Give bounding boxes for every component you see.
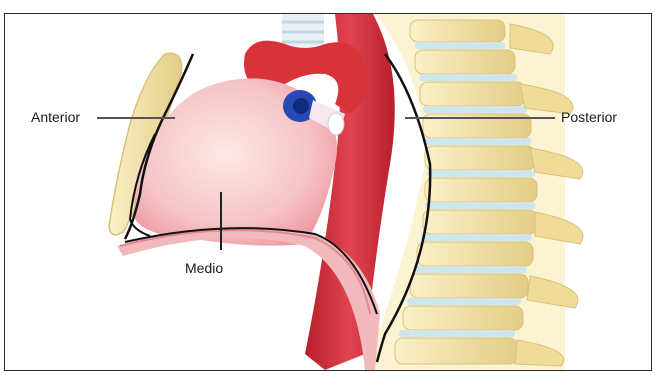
spine-icon — [365, 14, 583, 370]
anterior-label: Anterior — [31, 109, 80, 125]
diagram-frame: Anterior Posterior Medio — [4, 13, 652, 371]
posterior-label: Posterior — [561, 109, 617, 125]
mediastinum-illustration — [5, 14, 651, 370]
medio-label: Medio — [185, 260, 223, 276]
